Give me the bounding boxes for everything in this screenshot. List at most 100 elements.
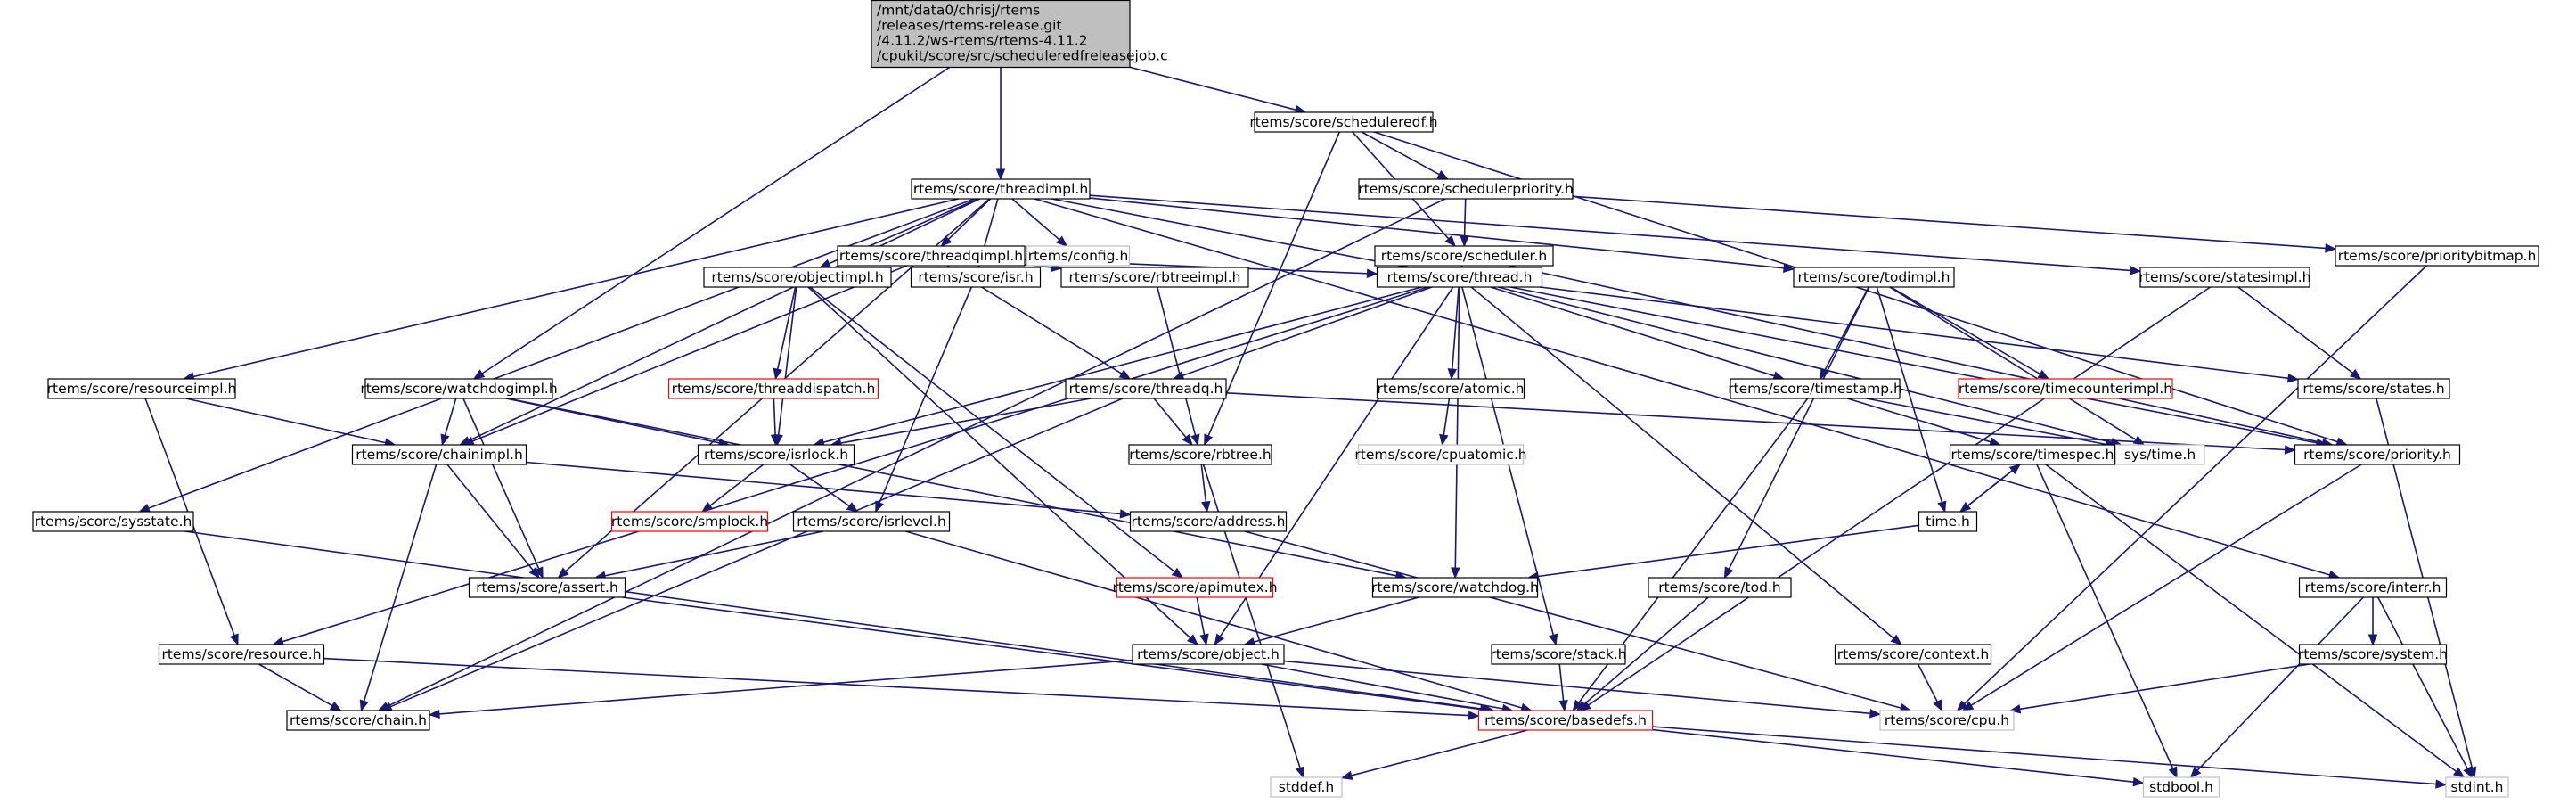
- node-label: rtems/score/timestamp.h: [1728, 381, 1902, 397]
- edge-watchdogimpl-to-chainimpl: [440, 398, 457, 447]
- node-systime[interactable]: sys/time.h: [2114, 444, 2205, 465]
- node-label: rtems/score/scheduleredf.h: [1249, 114, 1437, 130]
- node-box-config: [1026, 245, 1131, 267]
- node-objectimpl[interactable]: rtems/score/objectimpl.h: [703, 267, 892, 288]
- node-timestamp[interactable]: rtems/score/timestamp.h: [1728, 378, 1902, 399]
- node-label: rtems/score/threadqimpl.h: [839, 248, 1023, 264]
- node-rbtree[interactable]: rtems/score/rbtree.h: [1128, 444, 1272, 465]
- node-states[interactable]: rtems/score/states.h: [2297, 378, 2450, 399]
- node-box-threadq: [1065, 378, 1227, 399]
- node-label: rtems/score/interr.h: [2305, 579, 2441, 596]
- node-statesimpl[interactable]: rtems/score/statesimpl.h: [2139, 267, 2311, 288]
- node-isrlevel[interactable]: rtems/score/isrlevel.h: [792, 511, 951, 532]
- edge-resource-to-chain: [258, 663, 342, 711]
- node-cpuatomic[interactable]: rtems/score/cpuatomic.h: [1354, 444, 1527, 465]
- node-chain[interactable]: rtems/score/chain.h: [286, 710, 430, 731]
- edge-scheduler-to-priority: [1509, 265, 2334, 448]
- node-timeh[interactable]: time.h: [1918, 511, 1978, 532]
- node-label: rtems/score/watchdogimpl.h: [360, 381, 557, 397]
- node-resource[interactable]: rtems/score/resource.h: [158, 644, 325, 665]
- root-title-line: /4.11.2/ws-rtems/rtems-4.11.2: [877, 33, 1088, 49]
- node-box-address: [1129, 511, 1288, 532]
- edge-statesimpl-to-states: [2237, 286, 2362, 380]
- node-chainimpl[interactable]: rtems/score/chainimpl.h: [351, 444, 527, 465]
- node-box-statesimpl: [2139, 267, 2310, 288]
- node-interr[interactable]: rtems/score/interr.h: [2298, 577, 2448, 598]
- edge-object-to-basedefs: [1261, 663, 1514, 714]
- node-prioritybitmap[interactable]: rtems/score/prioritybitmap.h: [2335, 245, 2539, 267]
- node-label: rtems/score/assert.h: [476, 579, 618, 596]
- node-isr[interactable]: rtems/score/isr.h: [910, 267, 1042, 288]
- edge-basedefs-to-stdint: [1652, 726, 2448, 789]
- node-address[interactable]: rtems/score/address.h: [1129, 511, 1288, 532]
- node-stack[interactable]: rtems/score/stack.h: [1490, 644, 1627, 665]
- node-threadqimpl[interactable]: rtems/score/threadqimpl.h: [837, 245, 1026, 267]
- node-box-chain: [286, 710, 430, 731]
- node-thread[interactable]: rtems/score/thread.h: [1376, 267, 1543, 288]
- node-resourceimpl[interactable]: rtems/score/resourceimpl.h: [47, 378, 237, 399]
- node-box-thread: [1376, 267, 1543, 288]
- node-label: stdbool.h: [2149, 779, 2213, 795]
- node-context[interactable]: rtems/score/context.h: [1834, 644, 1992, 665]
- node-timecounterimpl[interactable]: rtems/score/timecounterimpl.h: [1958, 378, 2173, 399]
- node-label: rtems/score/apimutex.h: [1112, 579, 1277, 596]
- node-threadq[interactable]: rtems/score/threadq.h: [1065, 378, 1227, 399]
- node-cpu[interactable]: rtems/score/cpu.h: [1879, 710, 2015, 731]
- node-atomic[interactable]: rtems/score/atomic.h: [1376, 378, 1525, 399]
- edge-isrlock-to-smplock: [701, 464, 765, 513]
- node-box-scheduleredf: [1254, 111, 1434, 133]
- edge-object-to-chain: [428, 659, 1133, 719]
- node-isrlock[interactable]: rtems/score/isrlock.h: [697, 444, 855, 465]
- node-box-resource: [158, 644, 325, 665]
- node-sysstate[interactable]: rtems/score/sysstate.h: [32, 511, 194, 532]
- node-watchdogimpl[interactable]: rtems/score/watchdogimpl.h: [360, 378, 558, 399]
- node-label: rtems/score/scheduler.h: [1381, 248, 1547, 264]
- edge-watchdogimpl-to-isrlock: [505, 398, 731, 448]
- node-stdint[interactable]: stdint.h: [2445, 776, 2509, 798]
- node-label: rtems/score/threadq.h: [1069, 381, 1223, 397]
- node-box-scheduler: [1374, 245, 1554, 267]
- nodes-layer: /mnt/data0/chrisj/rtems/releases/rtems-r…: [32, 0, 2539, 798]
- node-box-cpuatomic: [1357, 444, 1525, 465]
- node-label: rtems/score/address.h: [1132, 513, 1286, 530]
- node-todimpl[interactable]: rtems/score/todimpl.h: [1793, 267, 1955, 288]
- node-schedulerpriority[interactable]: rtems/score/schedulerpriority.h: [1358, 178, 1574, 200]
- node-label: rtems/score/tod.h: [1658, 579, 1780, 596]
- node-scheduler[interactable]: rtems/score/scheduler.h: [1374, 245, 1554, 267]
- node-box-stack: [1491, 644, 1626, 665]
- edge-root-to-watchdogimpl: [472, 66, 951, 380]
- node-threaddispatch[interactable]: rtems/score/threaddispatch.h: [667, 378, 879, 399]
- node-label: sys/time.h: [2124, 447, 2196, 463]
- edge-timespec-to-stdint: [2045, 464, 2466, 778]
- node-object[interactable]: rtems/score/object.h: [1132, 644, 1285, 665]
- node-root[interactable]: /mnt/data0/chrisj/rtems/releases/rtems-r…: [871, 0, 1168, 69]
- node-watchdog[interactable]: rtems/score/watchdog.h: [1371, 577, 1539, 598]
- node-stddef[interactable]: stddef.h: [1270, 776, 1343, 798]
- node-box-smplock: [610, 511, 769, 532]
- node-label: rtems/score/threaddispatch.h: [672, 381, 876, 397]
- node-threadimpl[interactable]: rtems/score/threadimpl.h: [911, 178, 1091, 200]
- edge-timeh-to-watchdog: [1526, 524, 1919, 581]
- node-basedefs[interactable]: rtems/score/basedefs.h: [1477, 710, 1654, 731]
- node-timespec[interactable]: rtems/score/timespec.h: [1949, 444, 2116, 465]
- root-title-line: /releases/rtems-release.git: [877, 18, 1061, 34]
- edge-resource-to-basedefs: [323, 657, 1480, 720]
- node-smplock[interactable]: rtems/score/smplock.h: [610, 511, 769, 532]
- node-tod[interactable]: rtems/score/tod.h: [1648, 577, 1792, 598]
- node-label: rtems/score/sysstate.h: [35, 513, 192, 530]
- edges-layer: [138, 66, 2477, 789]
- node-assert[interactable]: rtems/score/assert.h: [468, 577, 626, 598]
- node-priority[interactable]: rtems/score/priority.h: [2294, 444, 2461, 465]
- node-config[interactable]: rtems/config.h: [1026, 245, 1131, 267]
- node-label: rtems/score/system.h: [2298, 646, 2448, 662]
- node-stdbool[interactable]: stdbool.h: [2142, 776, 2220, 798]
- node-box-basedefs: [1477, 710, 1654, 731]
- edge-thread-to-isrlock: [813, 286, 1422, 448]
- node-rbtreeimpl[interactable]: rtems/score/rbtreeimpl.h: [1060, 267, 1249, 288]
- node-label: rtems/score/object.h: [1137, 646, 1280, 662]
- node-apimutex[interactable]: rtems/score/apimutex.h: [1112, 577, 1278, 598]
- edge-atomic-to-cpuatomic: [1439, 398, 1451, 447]
- node-scheduleredf[interactable]: rtems/score/scheduleredf.h: [1249, 111, 1438, 133]
- node-label: rtems/score/stack.h: [1490, 646, 1626, 662]
- node-system[interactable]: rtems/score/system.h: [2298, 644, 2448, 665]
